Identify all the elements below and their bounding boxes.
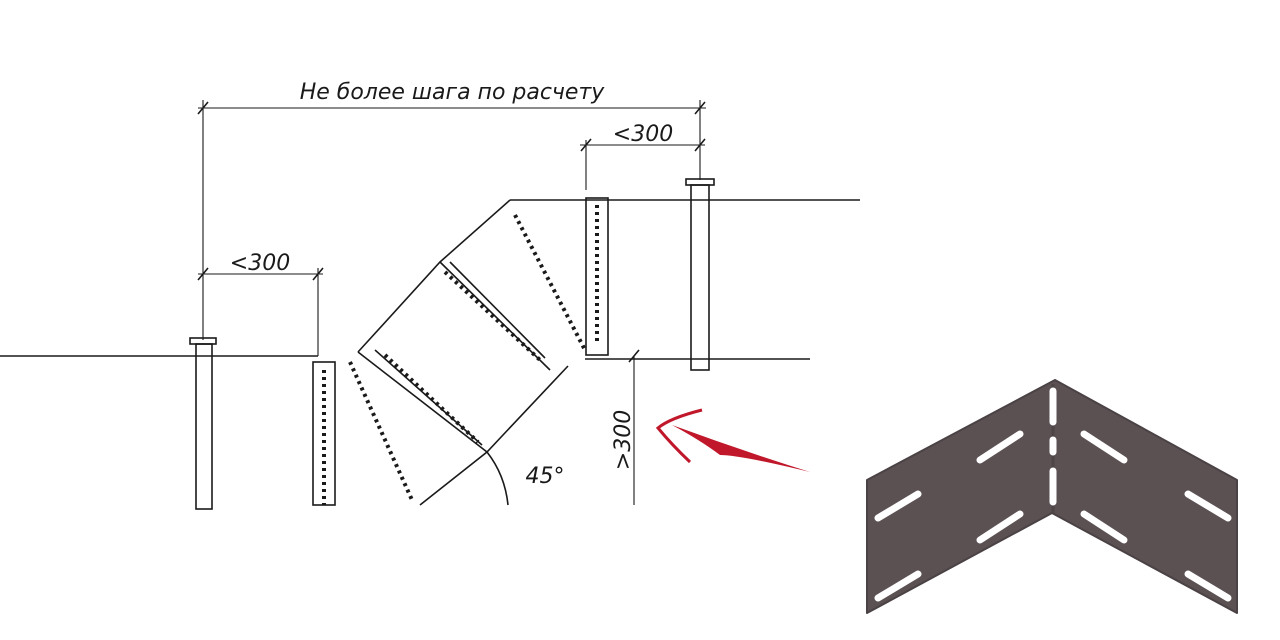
top-dimension-label: Не более шага по расчету (300, 80, 606, 105)
red-arrow-icon (655, 408, 810, 472)
corner-bracket-image (866, 379, 1238, 614)
flanges (312, 197, 609, 506)
left-offset-label: <300 (230, 251, 290, 276)
duct-outline (0, 199, 860, 506)
vertical-offset-label: >300 (611, 410, 636, 470)
dimension-lines (197, 100, 706, 505)
angle-label: 45° (526, 464, 565, 489)
hanger-rods (189, 178, 715, 510)
right-offset-label: <300 (613, 122, 673, 147)
bracket-slots (874, 387, 1232, 602)
